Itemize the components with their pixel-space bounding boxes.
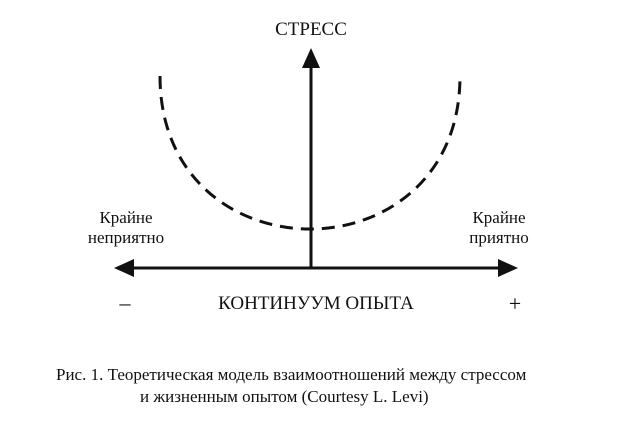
left-label-line2: неприятно [88, 228, 164, 247]
right-label-line2: приятно [469, 228, 529, 247]
y-axis-label: СТРЕСС [275, 19, 347, 40]
x-axis-label: КОНТИНУУМ ОПЫТА [218, 293, 414, 314]
caption-line-1: Рис. 1. Теоретическая модель взаимоотнош… [56, 365, 527, 384]
y-axis-arrowhead [302, 48, 320, 68]
x-axis-right-arrowhead [498, 259, 518, 277]
right-label-line1: Крайне [472, 208, 525, 227]
x-axis-left-arrowhead [114, 259, 134, 277]
plus-sign: + [509, 291, 521, 316]
left-label-line1: Крайне [99, 208, 152, 227]
caption-line-2: и жизненным опытом (Courtesy L. Levi) [140, 387, 429, 406]
figure-caption: Рис. 1. Теоретическая модель взаимоотнош… [56, 364, 626, 408]
minus-sign: – [119, 290, 132, 315]
